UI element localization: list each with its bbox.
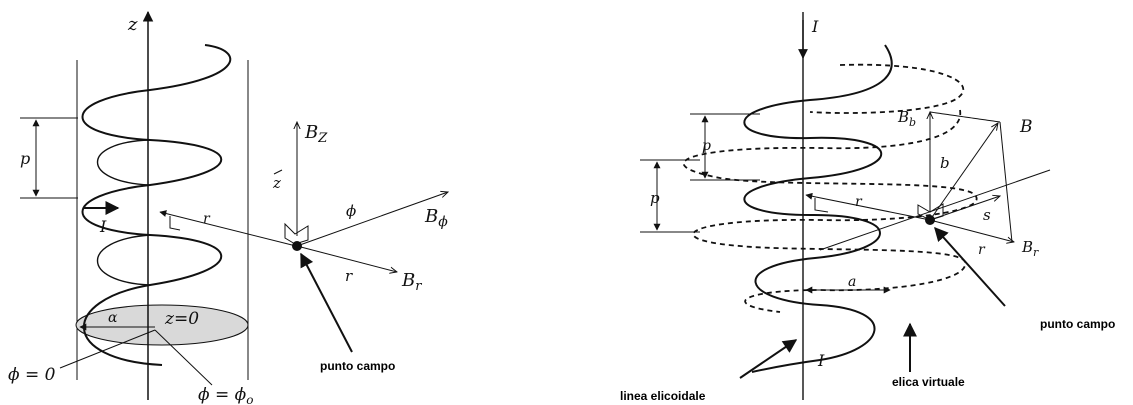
- solid-helix: [743, 44, 893, 373]
- bphi-label-main: B: [424, 206, 438, 227]
- z-axis-label: z: [127, 14, 138, 35]
- current-label: I: [99, 217, 107, 236]
- br-right-label-sub: r: [1033, 246, 1039, 259]
- virtual-helix-label: elica virtuale: [892, 375, 965, 389]
- pitch-label: p: [20, 149, 30, 168]
- right-radius-label: r: [855, 194, 863, 210]
- bz-label-sub: Z: [317, 131, 328, 146]
- radius-line: [159, 210, 297, 247]
- s-arrow: [929, 196, 1000, 221]
- right-field-point-label: punto campo: [1040, 317, 1115, 331]
- bz-label-main: B: [304, 122, 318, 143]
- helix-back: [96, 139, 151, 286]
- pitch-lower-label: p: [650, 189, 660, 207]
- unit-vector-box: [284, 222, 309, 245]
- bphi-arrow: [296, 192, 448, 247]
- phi-o-leader: [154, 329, 213, 386]
- bb-label: Bb: [897, 108, 916, 129]
- bz-label: BZ: [304, 122, 328, 146]
- right-radius-line: [805, 192, 931, 221]
- br-label: Br: [401, 270, 422, 294]
- phi-o-label: ϕ = ϕo: [198, 385, 253, 405]
- field-point-pointer: [300, 252, 353, 353]
- pitch-upper-label: p: [702, 138, 711, 154]
- phi-zero-label: ϕ = 0: [8, 365, 56, 385]
- phi-o-label-main: ϕ = ϕ: [198, 385, 247, 405]
- base-disk: [75, 304, 249, 346]
- alpha-label: α: [108, 310, 118, 326]
- unit-r-label: r: [345, 267, 353, 285]
- phi-zero-leader: [59, 329, 156, 369]
- unit-r-right-label: r: [978, 242, 986, 258]
- current-bottom-label: I: [817, 351, 825, 370]
- br-arrow: [296, 245, 397, 272]
- right-angle-mark-right: [814, 198, 829, 213]
- bphi-label: Bϕ: [424, 206, 448, 230]
- unit-z-label: z: [272, 174, 281, 192]
- bphi-label-sub: ϕ: [438, 214, 448, 230]
- helical-line-pointer: [739, 339, 798, 379]
- helix-coil: [81, 44, 232, 366]
- z-origin-label: z=0: [164, 309, 199, 329]
- right-field-point-pointer: [934, 226, 1006, 307]
- parallelogram-right: [999, 121, 1013, 243]
- right-figure: I p p r a Bb b B s r: [620, 12, 1115, 403]
- unit-s-label: s: [983, 206, 991, 224]
- br-right-arrow: [929, 219, 1014, 242]
- b-total-arrow: [929, 123, 998, 221]
- b-total-label: B: [1019, 117, 1033, 137]
- radius-label: r: [203, 211, 211, 227]
- br-right-label-main: B: [1021, 238, 1033, 256]
- bb-label-main: B: [897, 108, 909, 126]
- phi-o-label-sub: o: [246, 393, 253, 405]
- br-label-main: B: [401, 270, 415, 291]
- br-label-sub: r: [415, 279, 422, 294]
- unit-z-hat: [273, 169, 283, 175]
- a-label: a: [848, 274, 856, 290]
- helical-line-label: linea elicoidale: [620, 389, 706, 403]
- right-angle-mark: [169, 216, 181, 231]
- field-point-label: punto campo: [320, 359, 395, 373]
- s-direction-line: [819, 169, 1051, 251]
- left-figure: z p I r BZ z ϕ Bϕ r Br punto campo: [8, 10, 448, 405]
- current-top-label: I: [811, 17, 819, 36]
- bb-label-sub: b: [909, 116, 916, 129]
- unit-b-label: b: [940, 154, 950, 172]
- parallelogram-top: [929, 111, 1001, 123]
- virtual-helix-dashed: [683, 63, 978, 313]
- unit-phi-label: ϕ: [346, 202, 356, 220]
- br-right-label: Br: [1021, 238, 1039, 259]
